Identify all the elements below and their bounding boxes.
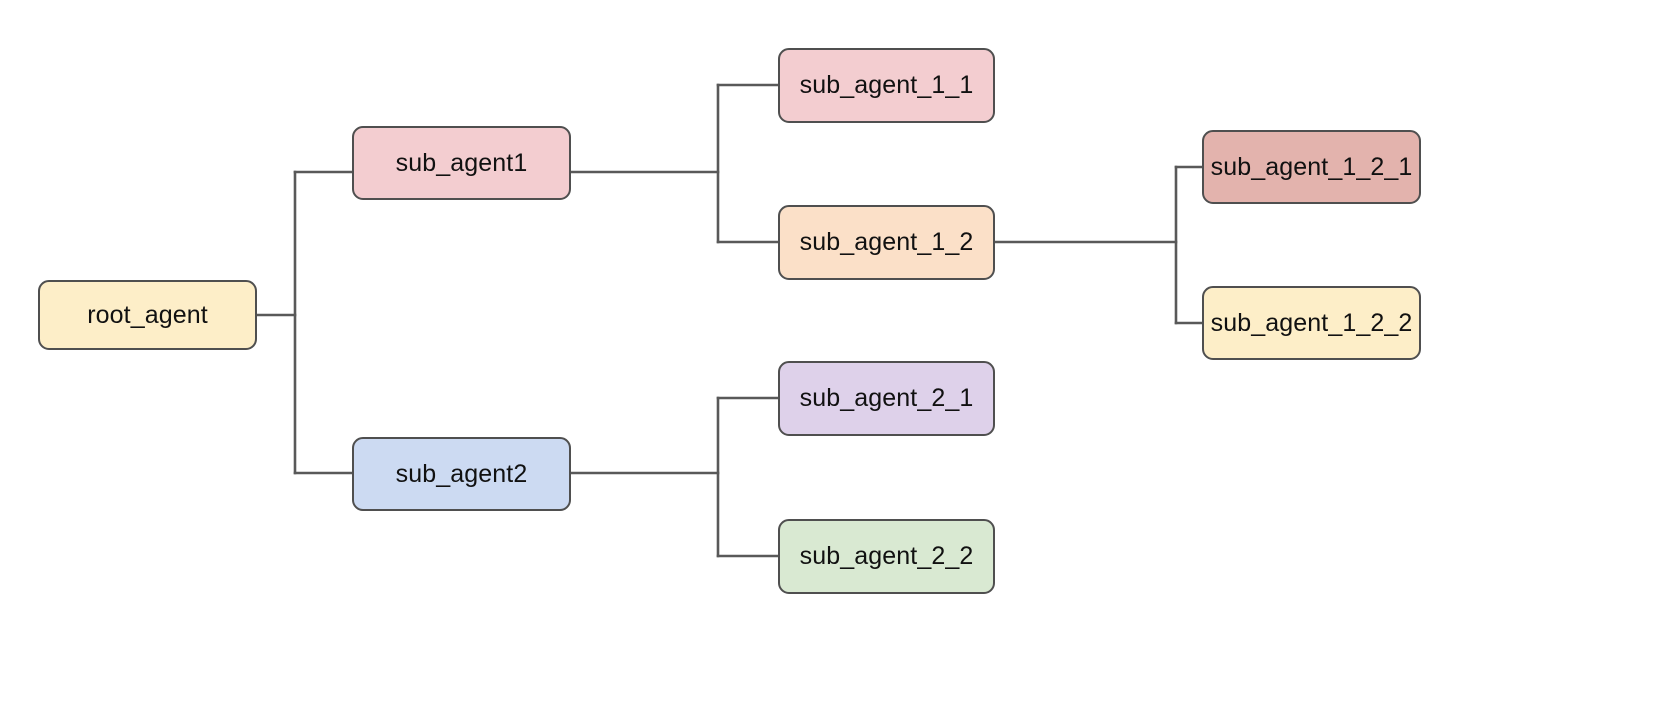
node-sub-agent-1-2-1-label: sub_agent_1_2_1 <box>1210 152 1413 181</box>
node-sub-agent-1-2-1[interactable]: sub_agent_1_2_1 <box>1202 130 1421 204</box>
node-sub-agent-2-2[interactable]: sub_agent_2_2 <box>778 519 995 594</box>
node-sub-agent1-label: sub_agent1 <box>395 148 528 177</box>
node-root-agent[interactable]: root_agent <box>38 280 257 350</box>
node-sub-agent-1-2-2-label: sub_agent_1_2_2 <box>1210 308 1413 337</box>
node-sub-agent2-label: sub_agent2 <box>395 459 528 488</box>
node-sub-agent-2-1-label: sub_agent_2_1 <box>799 384 974 412</box>
node-sub-agent-1-2-2[interactable]: sub_agent_1_2_2 <box>1202 286 1421 360</box>
node-sub-agent-1-1-label: sub_agent_1_1 <box>799 71 974 99</box>
node-sub-agent-2-1[interactable]: sub_agent_2_1 <box>778 361 995 436</box>
node-root-agent-label: root_agent <box>87 300 208 329</box>
node-sub-agent-1-2[interactable]: sub_agent_1_2 <box>778 205 995 280</box>
node-sub-agent-2-2-label: sub_agent_2_2 <box>799 542 974 570</box>
node-sub-agent2[interactable]: sub_agent2 <box>352 437 571 511</box>
node-sub-agent-1-2-label: sub_agent_1_2 <box>799 228 974 256</box>
node-sub-agent-1-1[interactable]: sub_agent_1_1 <box>778 48 995 123</box>
node-sub-agent1[interactable]: sub_agent1 <box>352 126 571 200</box>
